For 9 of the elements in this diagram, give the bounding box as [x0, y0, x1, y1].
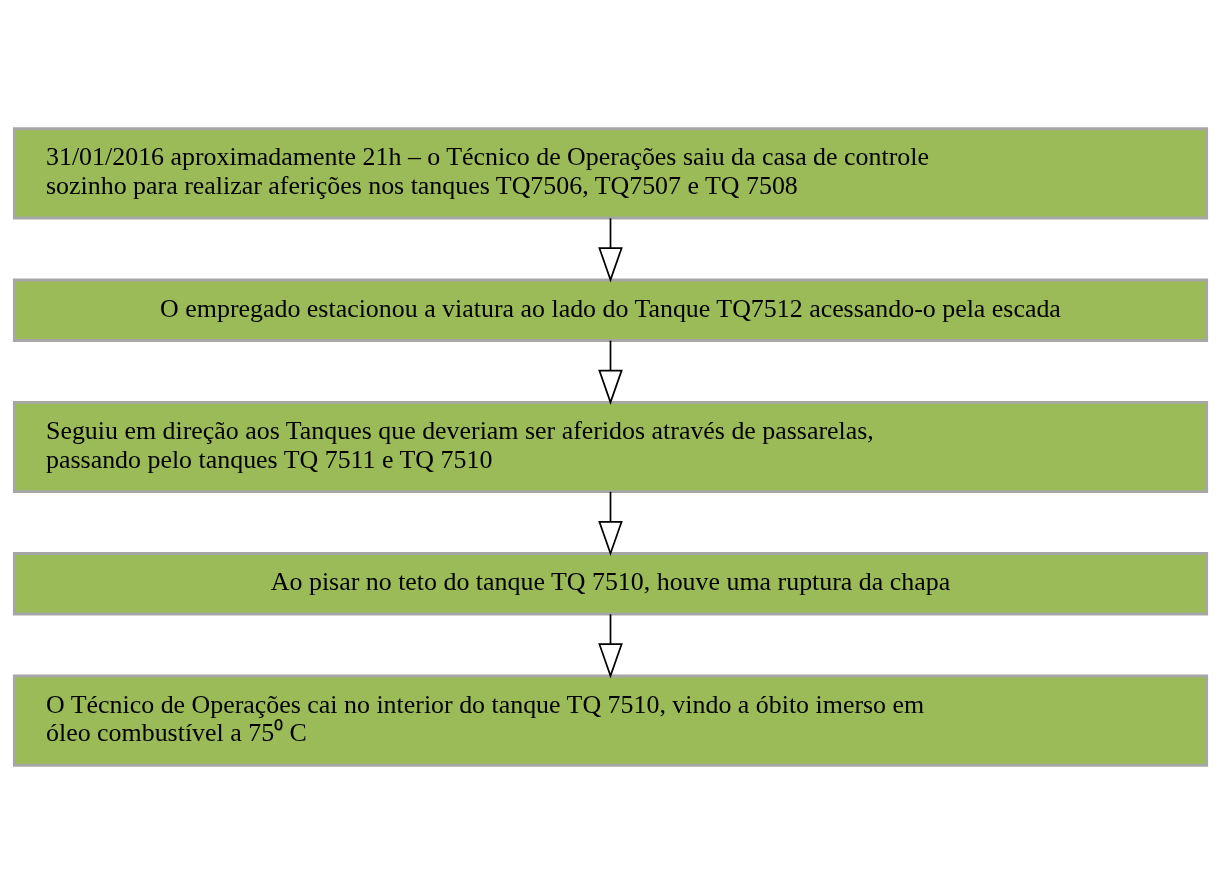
node-box: O empregado estacionou a viatura ao lado do Tanque TQ7512 acessando-o pela escada	[12, 278, 1209, 342]
arrow	[598, 339, 623, 405]
arrow	[598, 490, 623, 556]
arrow	[598, 216, 623, 282]
node-box: Ao pisar no teto do tanque TQ 7510, houve uma ruptura da chapa	[12, 551, 1209, 615]
node-box: O Técnico de Operações cai no interior do tanque TQ 7510, vindo a óbito imerso em óleo combustível a 75⁰ C	[12, 674, 1209, 767]
node-box: Seguiu em direção aos Tanques que deveriam ser aferidos através de passarelas, passando pelo tanques TQ 7511 e TQ 7510	[12, 400, 1209, 493]
node-box: 31/01/2016 aproximadamente 21h – o Técnico de Operações saiu da casa de controle sozinho para realizar aferições nos tanques TQ7506, TQ7507 e TQ 7508	[12, 126, 1209, 219]
arrow	[598, 612, 623, 678]
